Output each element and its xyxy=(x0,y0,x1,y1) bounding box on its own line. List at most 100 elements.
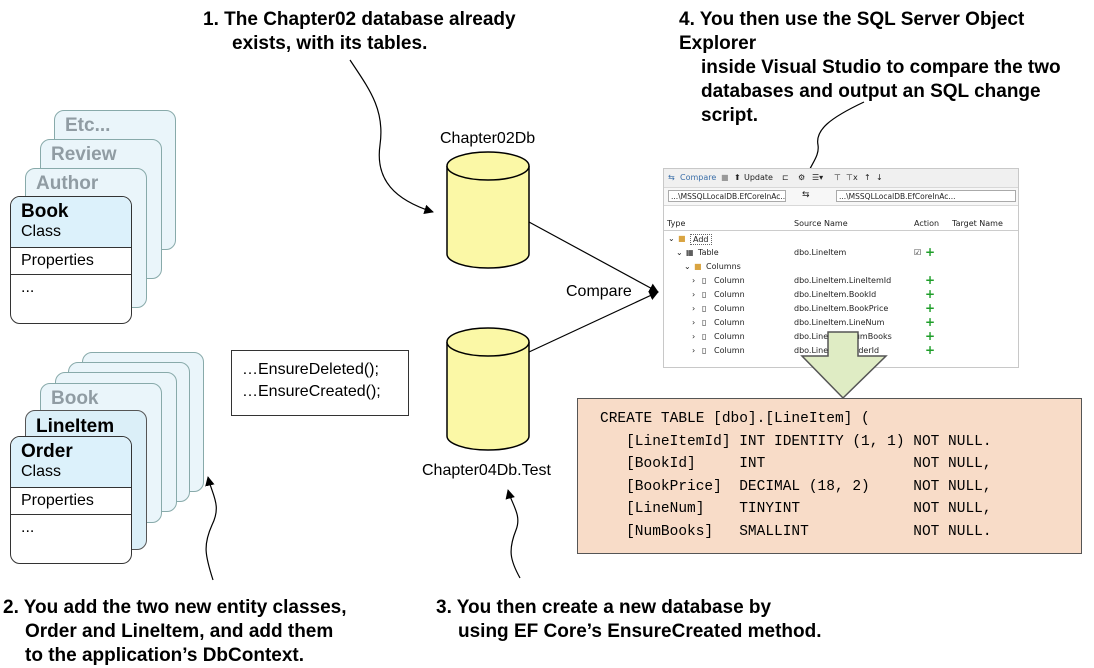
add-plus-icon: + xyxy=(925,329,936,343)
collapse-icon[interactable]: › xyxy=(692,346,696,355)
entity-card-etc-title: Etc... xyxy=(65,115,111,136)
entity-card-order-properties: Properties xyxy=(11,488,131,515)
expand-icon[interactable]: ⌄ xyxy=(676,248,683,257)
clear-filter-icon[interactable]: ⊤x xyxy=(846,173,858,182)
callout-4-line3: databases and output an SQL change scrip… xyxy=(701,81,1041,126)
row-source: dbo.LineItem.BookPrice xyxy=(794,304,889,313)
entity-card-book: Book Class Properties ... xyxy=(10,196,132,324)
callout-4-line1: You then use the SQL Server Object Explo… xyxy=(679,9,1025,54)
source-path-select[interactable]: ...\MSSQLLocalDB.EfCoreInAc... xyxy=(668,190,786,202)
include-checkbox[interactable]: ☑ xyxy=(914,248,922,257)
callout-2-line3: to the application’s DbContext. xyxy=(25,645,305,666)
row-source: dbo.LineItem.LineNum xyxy=(794,318,885,327)
table-row[interactable]: › ▯ Column dbo.LineItem.LineNum + xyxy=(664,315,1018,329)
sql-line: [LineItemId] INT IDENTITY (1, 1) NOT NUL… xyxy=(600,433,992,450)
group-by-icon[interactable]: ☰▾ xyxy=(812,173,824,182)
callout-3: 3. You then create a new database by usi… xyxy=(436,596,822,644)
row-type: Table xyxy=(698,248,719,257)
add-plus-icon: + xyxy=(925,273,936,287)
row-type: Column xyxy=(714,290,745,299)
sql-change-script: CREATE TABLE [dbo].[LineItem] ( [LineIte… xyxy=(577,398,1082,554)
entity-card-review-title: Review xyxy=(51,144,117,165)
col-type[interactable]: Type xyxy=(667,219,686,228)
output-arrow-icon xyxy=(800,331,888,400)
row-source: dbo.LineItem.LineItemId xyxy=(794,276,892,285)
table-row[interactable]: ⌄ ■ Columns xyxy=(664,261,1018,273)
folder-icon: ■ xyxy=(694,262,702,271)
table-row[interactable]: ⌄ ■ Add xyxy=(664,233,1018,245)
callout-4-line2: inside Visual Studio to compare the two xyxy=(701,57,1061,78)
options-gear-icon[interactable]: ⚙ xyxy=(798,173,806,182)
filter-icon[interactable]: ⊤ xyxy=(834,173,841,182)
expand-icon[interactable]: ⌄ xyxy=(668,234,675,243)
ensure-calls-box: …EnsureDeleted(); …EnsureCreated(); xyxy=(231,350,409,416)
schema-compare-window: ⇆ Compare ■ ⬆ Update ⊏ ⚙ ☰▾ ⊤ ⊤x ↑ ↓ ...… xyxy=(663,168,1019,368)
entity-card-order-name: Order xyxy=(21,441,73,462)
add-plus-icon: + xyxy=(925,245,936,259)
db-label-chapter02: Chapter02Db xyxy=(440,130,536,147)
callout-1: 1. The Chapter02 database already exists… xyxy=(203,8,516,56)
entity-card-author-title: Author xyxy=(36,173,99,194)
entity-card-lineitem-title: LineItem xyxy=(36,416,115,437)
table-row[interactable]: › ▯ Column dbo.LineItem.LineItemId + xyxy=(664,273,1018,287)
table-row[interactable]: ⌄ ▦ Table dbo.LineItem ☑ + xyxy=(664,245,1018,259)
col-source-name[interactable]: Source Name xyxy=(794,219,848,228)
stop-icon[interactable]: ■ xyxy=(721,173,729,182)
table-icon: ▦ xyxy=(686,248,694,257)
callout-2-number: 2. xyxy=(3,597,19,618)
compare-line-bottom xyxy=(528,291,659,353)
table-row[interactable]: › ▯ Column dbo.LineItem.BookPrice + xyxy=(664,301,1018,315)
row-type: Column xyxy=(714,346,745,355)
column-icon: ▯ xyxy=(702,290,707,299)
callout-1-line1: The Chapter02 database already xyxy=(224,9,516,30)
db-label-chapter04test: Chapter04Db.Test xyxy=(422,462,551,479)
callout-4-number: 4. xyxy=(679,9,695,30)
add-plus-icon: + xyxy=(925,343,936,357)
callout2-arrow xyxy=(205,476,217,581)
entity-card-order-more: ... xyxy=(21,519,35,536)
ensure-deleted-call: …EnsureDeleted(); xyxy=(242,361,379,378)
table-row[interactable]: › ▯ Column dbo.LineItem.BookId + xyxy=(664,287,1018,301)
col-action[interactable]: Action xyxy=(914,219,940,228)
compare-icon[interactable]: ⇆ xyxy=(668,173,675,182)
row-type: Add xyxy=(690,234,712,245)
callout-2-line1: You add the two new entity classes, xyxy=(23,597,347,618)
row-type: Column xyxy=(714,318,745,327)
callout-3-number: 3. xyxy=(436,597,452,618)
entity-card-book-name: Book xyxy=(21,201,69,222)
entity-card-book-more: ... xyxy=(21,279,35,296)
col-target-name[interactable]: Target Name xyxy=(952,219,1003,228)
callout-2-line2: Order and LineItem, and add them xyxy=(25,621,334,642)
column-icon: ▯ xyxy=(702,346,707,355)
compare-line-top xyxy=(528,221,659,293)
column-icon: ▯ xyxy=(702,318,707,327)
script-icon[interactable]: ⊏ xyxy=(782,173,789,182)
collapse-icon[interactable]: › xyxy=(692,290,696,299)
collapse-icon[interactable]: › xyxy=(692,276,696,285)
expand-icon[interactable]: ⌄ xyxy=(684,262,691,271)
update-icon[interactable]: ⬆ xyxy=(734,173,741,182)
collapse-icon[interactable]: › xyxy=(692,318,696,327)
previous-change-icon[interactable]: ↑ xyxy=(864,173,871,182)
row-source: dbo.LineItem xyxy=(794,248,847,257)
database-icon-chapter04test xyxy=(446,327,530,451)
update-button[interactable]: Update xyxy=(744,173,773,182)
entity-card-order-header: Order Class xyxy=(11,437,131,488)
compare-button[interactable]: Compare xyxy=(680,173,717,182)
compare-paths-bar: ...\MSSQLLocalDB.EfCoreInAc... ⇆ ...\MSS… xyxy=(664,188,1018,206)
add-plus-icon: + xyxy=(925,301,936,315)
next-change-icon[interactable]: ↓ xyxy=(876,173,883,182)
sql-line: [BookPrice] DECIMAL (18, 2) NOT NULL, xyxy=(600,478,992,495)
swap-icon[interactable]: ⇆ xyxy=(802,190,810,200)
collapse-icon[interactable]: › xyxy=(692,332,696,341)
callout-3-line1: You then create a new database by xyxy=(456,597,772,618)
target-path-select[interactable]: ...\MSSQLLocalDB.EfCoreInAc... xyxy=(836,190,1016,202)
collapse-icon[interactable]: › xyxy=(692,304,696,313)
sql-line: [NumBooks] SMALLINT NOT NULL. xyxy=(600,523,992,540)
callout-1-number: 1. xyxy=(203,9,219,30)
sql-line: [BookId] INT NOT NULL, xyxy=(600,456,992,472)
entity-card-book-header: Book Class xyxy=(11,197,131,248)
column-icon: ▯ xyxy=(702,332,707,341)
entity-card-order: Order Class Properties ... xyxy=(10,436,132,564)
